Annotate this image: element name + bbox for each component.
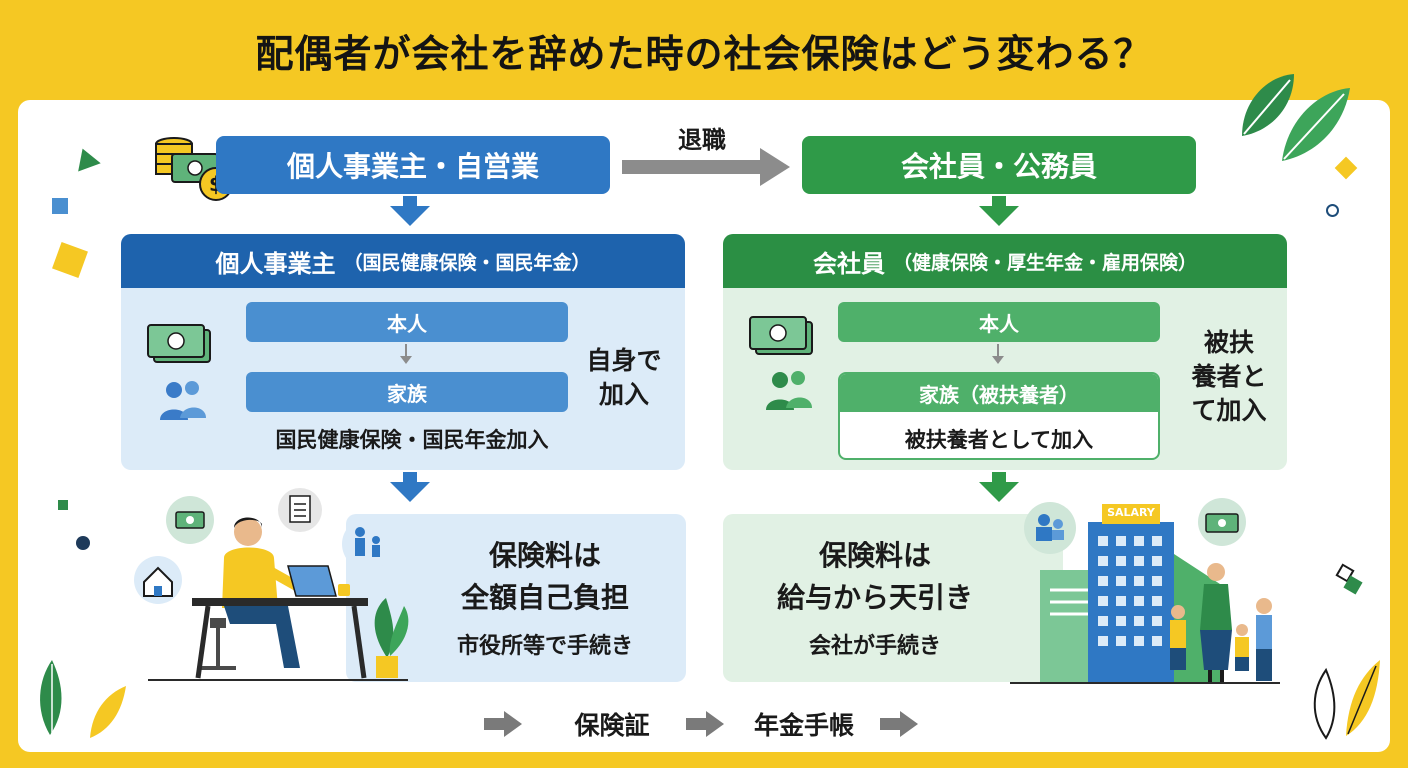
deco-square — [58, 500, 68, 510]
left-cost-line2: 全額自己負担 — [460, 581, 629, 614]
retire-arrow-head — [760, 148, 790, 186]
small-arrow — [405, 344, 407, 358]
honin-pill: 本人 — [838, 302, 1160, 342]
box-head-title: 個人事業主 — [215, 249, 336, 278]
box-head-sub: （健康保険・厚生年金・雇用保険） — [892, 251, 1197, 274]
page-title: 配偶者が会社を辞めた時の社会保険はどう変わる？ — [255, 31, 1153, 76]
footer-arrow — [484, 718, 506, 730]
employee-label: 会社員・公務員 — [802, 136, 1196, 194]
deco-dot — [76, 536, 90, 550]
down-arrow-head — [979, 206, 1019, 226]
leaf-icon — [1242, 74, 1350, 161]
small-arrow-head — [992, 356, 1004, 364]
family-icon — [160, 381, 206, 420]
footer-arrow — [686, 718, 708, 730]
retire-label: 退職 — [678, 126, 726, 154]
deco-circle — [1326, 204, 1339, 217]
footer-pension-book: 年金手帳 — [753, 711, 854, 740]
down-arrow — [403, 472, 417, 484]
self-employed-box-head: 個人事業主 （国民健康保険・国民年金） — [121, 234, 685, 288]
right-cost-line1: 保険料は — [818, 539, 931, 572]
down-arrow-head — [390, 482, 430, 502]
honin-pill: 本人 — [246, 302, 568, 342]
footer-arrow — [880, 718, 902, 730]
building-sign: SALARY — [1107, 506, 1155, 519]
employee-box-head: 会社員 （健康保険・厚生年金・雇用保険） — [723, 234, 1287, 288]
leaf-icon — [1313, 660, 1380, 740]
cash-icon — [749, 316, 813, 355]
right-side-label: 被扶 養者と て加入 — [1191, 328, 1267, 425]
down-arrow — [403, 196, 417, 208]
family-icon — [766, 371, 812, 410]
employee-cost-box — [723, 514, 1063, 682]
left-cost-line3: 市役所等で手続き — [456, 634, 633, 659]
down-arrow — [992, 472, 1006, 484]
box-head-title: 会社員 — [812, 249, 885, 278]
footer-arrow-head — [504, 711, 522, 737]
footer-insurance-card: 保険証 — [574, 711, 650, 740]
right-note: 被扶養者として加入 — [904, 428, 1094, 452]
down-arrow-head — [390, 206, 430, 226]
footer-arrow-head — [706, 711, 724, 737]
right-cost-line3: 会社が手続き — [808, 634, 941, 659]
leaf-icon — [40, 660, 126, 738]
self-employed-box: 個人事業主 （国民健康保険・国民年金） — [121, 234, 685, 470]
down-arrow-head — [979, 482, 1019, 502]
small-arrow — [997, 344, 999, 358]
down-arrow — [992, 196, 1006, 208]
person-laptop-icon — [134, 488, 409, 681]
self-employed-label: 個人事業主・自営業 — [216, 136, 610, 194]
box-head-sub: （国民健康保険・国民年金） — [343, 251, 591, 274]
left-note: 国民健康保険・国民年金加入 — [275, 428, 549, 452]
retire-arrow-shaft — [622, 160, 762, 174]
self-employed-cost-box — [346, 514, 686, 682]
kazoku-pill: 家族（被扶養者） — [840, 374, 1158, 412]
right-cost-line2: 給与から天引き — [776, 581, 973, 614]
family-group-icon — [1170, 563, 1272, 682]
deco-square — [52, 198, 68, 214]
footer-arrow-head — [900, 711, 918, 737]
left-side-label: 自身で 加入 — [586, 346, 662, 409]
kazoku-pill: 家族 — [246, 372, 568, 412]
small-arrow-head — [400, 356, 412, 364]
cash-icon — [147, 324, 211, 363]
left-cost-line1: 保険料は — [488, 539, 601, 572]
